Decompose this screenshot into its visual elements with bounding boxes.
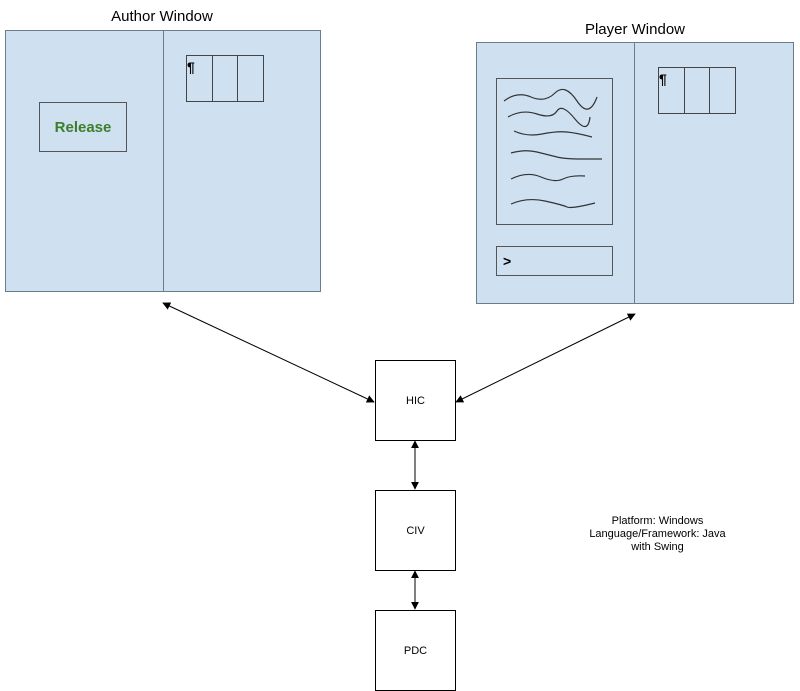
arrow-player-hic [455,313,636,403]
player-window-divider [634,43,635,303]
author-tab-1[interactable]: ¶ [187,56,213,101]
platform-note-line1: Platform: Windows [611,515,704,527]
platform-note-line2: Language/Framework: Java [589,528,726,540]
civ-node: CIV [375,490,456,571]
player-tab-strip: ¶ [658,67,736,114]
hic-node: HIC [375,360,456,441]
platform-note-line3: with Swing [631,541,684,553]
player-window: > ¶ [476,42,794,304]
pilcrow-icon: ¶ [659,71,667,87]
author-tab-2[interactable] [213,56,239,101]
player-tab-2[interactable] [685,68,711,113]
platform-note: Platform: Windows Language/Framework: Ja… [565,515,750,554]
author-window-divider [163,31,164,291]
scribbled-text-lines [503,88,602,209]
arrow-author-hic [162,302,375,403]
pdc-node: PDC [375,610,456,691]
pilcrow-icon: ¶ [187,59,195,75]
author-tab-strip: ¶ [186,55,264,102]
author-window-title: Author Window [111,8,213,25]
author-window: Release ¶ [5,30,321,292]
player-window-title: Player Window [584,21,686,38]
player-text-pane [496,78,613,225]
release-button[interactable]: Release [39,102,127,152]
command-input[interactable]: > [496,246,613,276]
player-tab-1[interactable]: ¶ [659,68,685,113]
